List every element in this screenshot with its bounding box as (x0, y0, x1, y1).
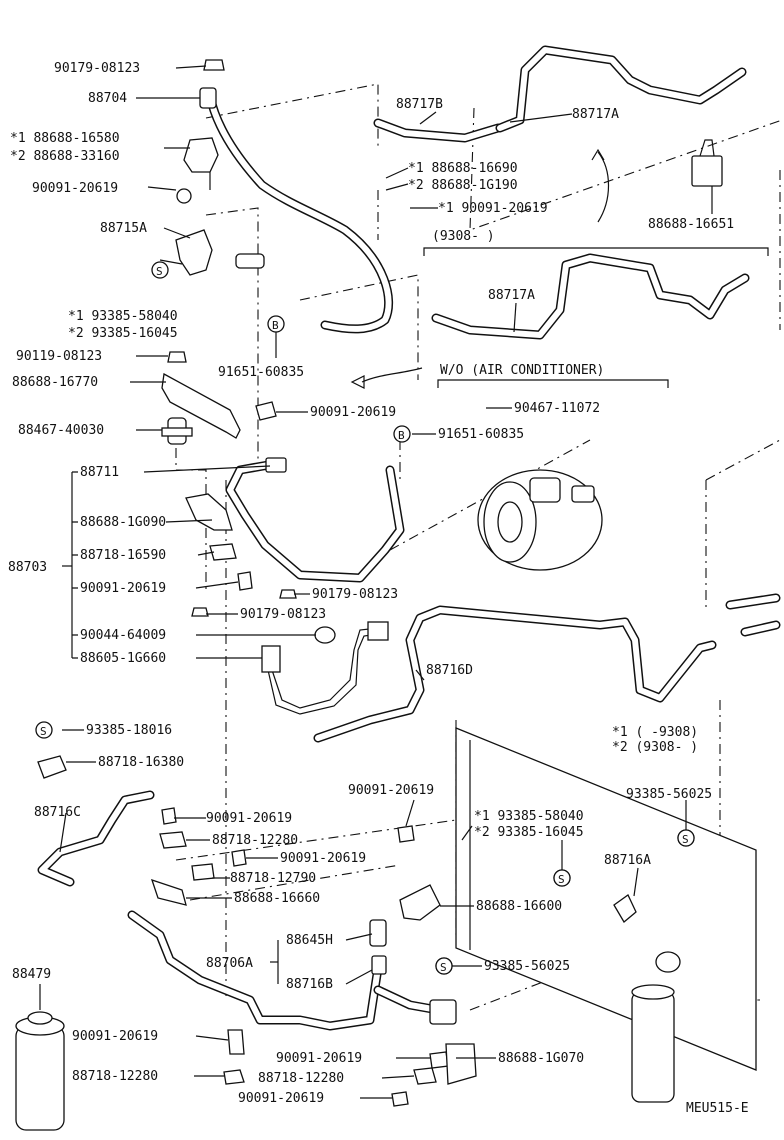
part-label: 90119-08123 (16, 349, 102, 364)
part-label: 88718-12280 (72, 1069, 158, 1084)
part-label: 93385-18016 (86, 723, 172, 738)
part-label: 88688-16651 (648, 217, 734, 232)
s-symbol: S (558, 873, 565, 886)
part-label: 88688-1G070 (498, 1051, 584, 1066)
section-label-without-ac: W/O (AIR CONDITIONER) (440, 363, 604, 378)
part-label: *2 88688-1G190 (408, 178, 518, 193)
part-label: *2 88688-33160 (10, 149, 120, 164)
part-label: 91651-60835 (438, 427, 524, 442)
diagram-code: MEU515-E (686, 1101, 749, 1116)
part-label: 88467-40030 (18, 423, 104, 438)
s-symbol: S (682, 833, 689, 846)
part-label: 88479 (12, 967, 51, 982)
part-label: *2 93385-16045 (68, 326, 178, 341)
b-symbol: B (398, 429, 405, 442)
part-label: 91651-60835 (218, 365, 304, 380)
b-symbol: B (272, 319, 279, 332)
hoses (37, 45, 781, 1031)
part-label: 88718-16380 (98, 755, 184, 770)
variant-note-line1: *1 ( -9308) (612, 725, 698, 740)
part-label: 88645H (286, 933, 333, 948)
part-label: 88718-12280 (212, 833, 298, 848)
part-label: 88717A (488, 288, 535, 303)
part-label: 90179-08123 (54, 61, 140, 76)
part-label: *2 93385-16045 (474, 825, 584, 840)
assembly-label-88706A: 88706A (206, 956, 253, 971)
part-label: 88688-16600 (476, 899, 562, 914)
s-symbol: S (40, 725, 47, 738)
part-label: 90179-08123 (240, 607, 326, 622)
part-label: 90091-20619 (348, 783, 434, 798)
part-label: 88605-1G660 (80, 651, 166, 666)
part-label: 88716B (286, 977, 333, 992)
part-label: 88716C (34, 805, 81, 820)
section-brackets (62, 247, 769, 984)
part-label: 88718-16590 (80, 548, 166, 563)
part-label: 90091-20619 (206, 811, 292, 826)
part-label: 90091-20619 (80, 581, 166, 596)
part-label: 88716D (426, 663, 473, 678)
s-symbol: S (156, 265, 163, 278)
s-symbol: S (440, 961, 447, 974)
part-label: 88716A (604, 853, 651, 868)
part-label: *1 88688-16690 (408, 161, 518, 176)
part-label: *1 93385-58040 (68, 309, 178, 324)
part-label: 88704 (88, 91, 127, 106)
part-label: 88711 (80, 465, 119, 480)
labels: *1 ( -9308) *2 (9308- ) (9308- ) W/O (AI… (8, 61, 749, 1116)
section-label-9308: (9308- ) (432, 229, 495, 244)
part-label: 90467-11072 (514, 401, 600, 416)
part-label: 90091-20619 (310, 405, 396, 420)
part-label: 90091-20619 (238, 1091, 324, 1106)
part-label: 88715A (100, 221, 147, 236)
part-label: 88718-12280 (258, 1071, 344, 1086)
symbol-markers: S B B S S S S (35, 261, 695, 975)
part-label: 90091-20619 (280, 851, 366, 866)
part-label: 90179-08123 (312, 587, 398, 602)
part-label: 88688-16660 (234, 891, 320, 906)
part-label: 88718-12790 (230, 871, 316, 886)
part-label: 90044-64009 (80, 628, 166, 643)
part-label: 90091-20619 (32, 181, 118, 196)
variant-note-line2: *2 (9308- ) (612, 740, 698, 755)
part-label: 93385-56025 (484, 959, 570, 974)
part-label: 88688-1G090 (80, 515, 166, 530)
part-label: *1 88688-16580 (10, 131, 120, 146)
part-label: 88688-16770 (12, 375, 98, 390)
part-label: *1 90091-20619 (438, 201, 548, 216)
part-label: 90091-20619 (276, 1051, 362, 1066)
assembly-label-88703: 88703 (8, 560, 47, 575)
part-label: 88717A (572, 107, 619, 122)
part-label: 90091-20619 (72, 1029, 158, 1044)
part-label: *1 93385-58040 (474, 809, 584, 824)
part-label: 93385-56025 (626, 787, 712, 802)
leader-lines (39, 65, 713, 1099)
part-label: 88717B (396, 97, 443, 112)
